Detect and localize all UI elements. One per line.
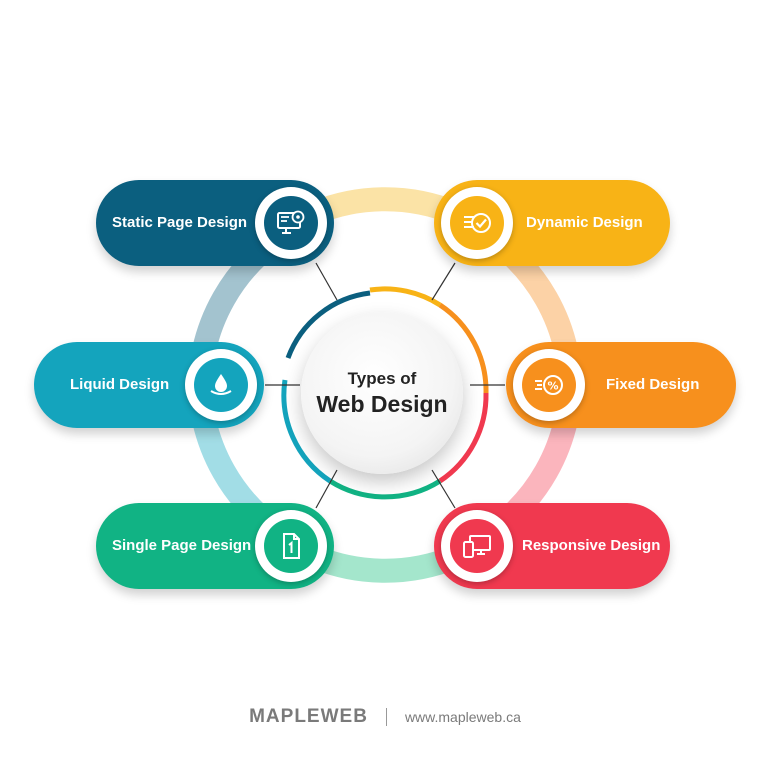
- icon-disc: %: [513, 349, 585, 421]
- devices-icon: [463, 535, 491, 558]
- footer-divider: [385, 708, 387, 726]
- icon-disc: [255, 510, 327, 582]
- ring-segment-right-upper: [503, 246, 578, 353]
- ring-segment-top: [310, 187, 460, 225]
- inner-arc-green: [328, 478, 442, 500]
- water-drop-icon: [210, 374, 232, 395]
- website-url: www.mapleweb.ca: [404, 709, 521, 725]
- svg-text:%: %: [547, 380, 558, 393]
- ring-segment-left-lower: [192, 417, 267, 524]
- percent-speed-icon: %: [535, 375, 563, 395]
- inner-arc-cyan: [281, 379, 332, 484]
- icon-disc: [441, 187, 513, 259]
- ring-segment-bottom: [310, 545, 460, 583]
- inner-arc-red: [438, 392, 489, 484]
- page-one-icon: [283, 533, 300, 559]
- node-label: Single Page Design: [112, 537, 252, 554]
- connector-line-single: [315, 469, 338, 509]
- node-fixed-design: % Fixed Design: [506, 342, 736, 428]
- list-check-icon: [464, 213, 491, 233]
- node-single-page-design: Single Page Design: [96, 503, 334, 589]
- icon-disc: [441, 510, 513, 582]
- node-label: Fixed Design: [606, 376, 700, 393]
- center-hub: Types of Web Design: [301, 312, 463, 474]
- icon-disc: [255, 187, 327, 259]
- node-label: Responsive Design: [522, 537, 661, 554]
- icon-disc: [185, 349, 257, 421]
- footer: MAPLEWEB www.mapleweb.ca: [0, 700, 770, 734]
- connector-line-dynamic: [431, 262, 456, 301]
- connector-line-static: [315, 262, 338, 301]
- inner-arc-yellow: [369, 286, 442, 308]
- node-liquid-design: Liquid Design: [34, 342, 264, 428]
- node-label: Liquid Design: [70, 376, 170, 393]
- inner-arc-orange: [438, 302, 489, 394]
- node-label: Dynamic Design: [526, 214, 643, 231]
- node-responsive-design: Responsive Design: [434, 503, 670, 589]
- center-title-line2: Web Design: [316, 390, 448, 417]
- node-label: Static Page Design: [112, 214, 248, 231]
- brand-logo: MAPLEWEB: [249, 706, 368, 727]
- center-title-line1: Types of: [347, 368, 417, 388]
- ring-segment-right-lower: [503, 417, 578, 524]
- node-static-page-design: Static Page Design: [96, 180, 334, 266]
- ring-segment-left-upper: [192, 246, 267, 353]
- monitor-gear-icon: [277, 210, 305, 234]
- connector-line-responsive: [431, 469, 456, 509]
- inner-arc-teal-top: [285, 290, 371, 359]
- node-dynamic-design: Dynamic Design: [434, 180, 670, 266]
